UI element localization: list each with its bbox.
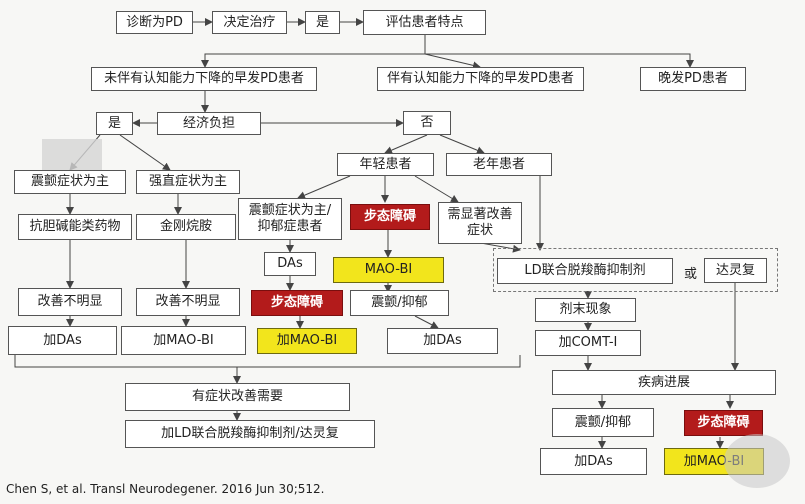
node-add-ld: 加LD联合脱羧酶抑制剂/达灵复 — [125, 420, 375, 448]
node-add-das-2: 加DAs — [387, 328, 498, 354]
node-young: 年轻患者 — [337, 153, 434, 176]
node-early-no-cog: 未伴有认知能力下降的早发PD患者 — [91, 67, 317, 91]
node-econ-burden: 经济负担 — [157, 112, 261, 135]
node-no-improve-2: 改善不明显 — [136, 288, 240, 316]
citation-caption: Chen S, et al. Transl Neurodegener. 2016… — [6, 482, 325, 496]
node-yes-top: 是 — [305, 11, 340, 34]
node-diagnose: 诊断为PD — [116, 11, 193, 34]
node-tremor-dep-3: 震颤/抑郁 — [552, 408, 654, 437]
or-label: 或 — [684, 267, 698, 282]
node-no-improve-1: 改善不明显 — [18, 288, 122, 316]
node-decide: 决定治疗 — [212, 11, 287, 34]
node-add-das-3: 加DAs — [540, 448, 647, 475]
node-tremor-main: 震颤症状为主 — [14, 170, 126, 194]
node-wearing-off: 剂末现象 — [535, 298, 636, 322]
watermark-logo — [724, 434, 790, 488]
node-old: 老年患者 — [446, 153, 552, 176]
node-gait-1: 步态障碍 — [350, 204, 430, 230]
node-ld-inhibitor: LD联合脱羧酶抑制剂 — [497, 258, 673, 284]
node-gait-2: 步态障碍 — [251, 290, 343, 316]
gray-placeholder-block — [42, 139, 102, 173]
node-early-cog: 伴有认知能力下降的早发PD患者 — [377, 67, 584, 91]
node-no-econ: 否 — [403, 111, 451, 135]
node-add-mao-1: 加MAO-BI — [121, 326, 246, 355]
node-amantadine: 金刚烷胺 — [136, 214, 236, 240]
node-anticholinergic: 抗胆碱能类药物 — [18, 214, 132, 240]
node-tremor-dep: 震颤症状为主/ 抑郁症患者 — [238, 198, 342, 240]
node-rigid-main: 强直症状为主 — [136, 170, 240, 194]
node-tremor-dep-2: 震颤/抑郁 — [350, 290, 449, 316]
node-symptom-need: 有症状改善需要 — [125, 383, 350, 411]
ld-dashed-group — [493, 248, 778, 292]
node-need-improve: 需显著改善 症状 — [438, 202, 522, 244]
node-add-das-1: 加DAs — [8, 326, 117, 355]
node-yes-econ: 是 — [96, 112, 133, 135]
node-add-comt: 加COMT-I — [535, 330, 641, 356]
node-das: DAs — [264, 252, 316, 276]
node-add-mao-2: 加MAO-BI — [257, 328, 357, 354]
node-late-onset: 晚发PD患者 — [640, 67, 746, 91]
node-progression: 疾病进展 — [552, 370, 776, 395]
node-gait-3: 步态障碍 — [684, 410, 763, 436]
node-mao-bi-1: MAO-BI — [333, 257, 444, 283]
node-stalevo: 达灵复 — [704, 258, 767, 283]
node-evaluate: 评估患者特点 — [363, 10, 486, 35]
